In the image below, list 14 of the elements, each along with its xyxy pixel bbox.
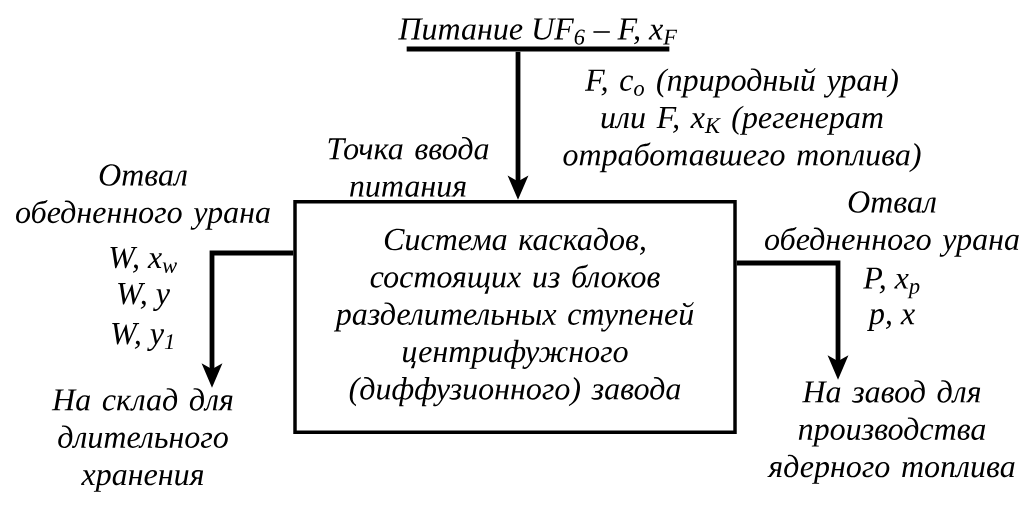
destination-text: На склад для длительного хранения: [51, 388, 233, 492]
feed-bar: Питание UF$_{6}$ – F, x$_{F}$: [398, 18, 678, 52]
flow-label: Отвал обедненного урана: [765, 191, 1019, 257]
node-label: Питание UF$_{6}$ – F, x$_{F}$: [398, 18, 678, 45]
flow-label: W, y: [118, 283, 170, 311]
flow-label: p, x: [867, 309, 915, 331]
destination-text: На завод для производства ядерного топлива: [767, 380, 1015, 484]
process-box: Система каскадов, состоящих из блоков разделительных ступеней центрифужного (диффузионного) завода: [293, 199, 737, 435]
flow-label: P, x$_{p}$: [863, 267, 920, 299]
flow-label: F, c$_{o}$ (природный уран) или F, x$_{K}$ (регенерат отработавшего топлива): [563, 67, 921, 173]
flow-label: W, x$_{w}$: [110, 246, 177, 274]
flow-label: Точка ввода питания: [328, 137, 489, 197]
flow-label: Отвал обедненного урана: [16, 164, 270, 230]
flow-label: W, y$_{1}$: [112, 323, 173, 351]
